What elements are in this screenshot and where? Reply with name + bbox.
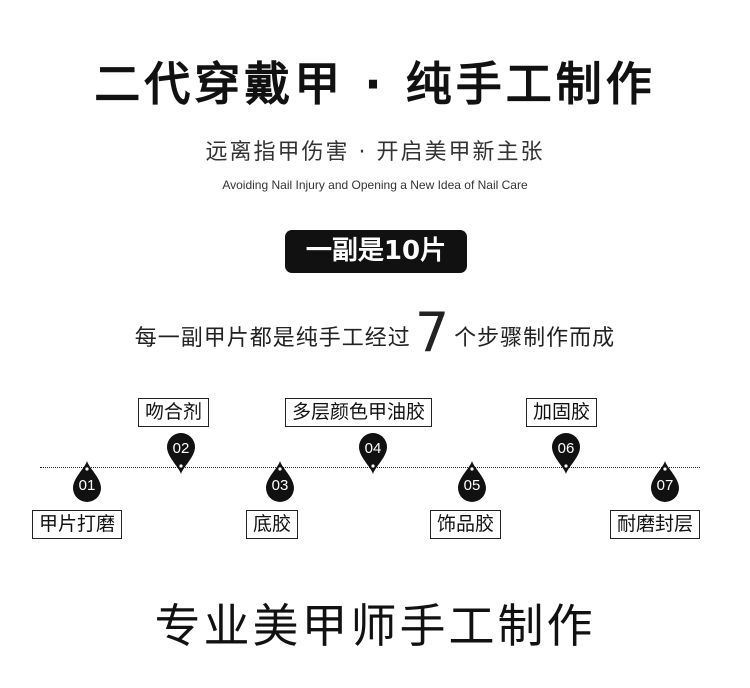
step-number: 01 xyxy=(78,477,96,494)
step-number: 06 xyxy=(557,440,575,457)
step-label-01: 甲片打磨 xyxy=(32,510,123,539)
page-title: 二代穿戴甲 · 纯手工制作 xyxy=(94,57,656,111)
pieces-count-badge: 一副是10片 xyxy=(285,230,467,273)
steps-sentence-after: 个步骤制作而成 xyxy=(454,326,616,351)
step-marker-04: 04 xyxy=(358,432,388,476)
step-label-04: 多层颜色甲油胶 xyxy=(285,398,433,427)
step-number: 04 xyxy=(364,440,382,457)
step-label-06: 加固胶 xyxy=(526,398,598,427)
footer-slogan: 专业美甲师手工制作 xyxy=(154,599,596,653)
drop-marker-icon xyxy=(552,433,580,474)
steps-sentence-before: 每一副甲片都是纯手工经过 xyxy=(134,326,411,351)
step-number: 07 xyxy=(656,477,674,494)
drop-marker-icon xyxy=(167,433,195,474)
drop-marker-icon xyxy=(651,461,679,502)
step-label-05: 饰品胶 xyxy=(430,510,502,539)
subtitle-english: Avoiding Nail Injury and Opening a New I… xyxy=(222,178,528,192)
subtitle-chinese: 远离指甲伤害 · 开启美甲新主张 xyxy=(205,140,545,165)
step-marker-01: 01 xyxy=(72,459,102,503)
step-label-03: 底胶 xyxy=(246,510,299,539)
drop-marker-icon xyxy=(266,461,294,502)
step-marker-06: 06 xyxy=(551,432,581,476)
step-label-07: 耐磨封层 xyxy=(610,510,701,539)
steps-count: 7 xyxy=(414,301,451,364)
drop-marker-icon xyxy=(359,433,387,474)
step-marker-03: 03 xyxy=(265,459,295,503)
drop-marker-icon xyxy=(458,461,486,502)
step-marker-07: 07 xyxy=(650,459,680,503)
step-number: 05 xyxy=(463,477,481,494)
step-number: 03 xyxy=(271,477,289,494)
step-label-02: 吻合剂 xyxy=(138,398,210,427)
step-marker-05: 05 xyxy=(457,459,487,503)
step-marker-02: 02 xyxy=(166,432,196,476)
step-number: 02 xyxy=(172,440,190,457)
drop-marker-icon xyxy=(73,461,101,502)
